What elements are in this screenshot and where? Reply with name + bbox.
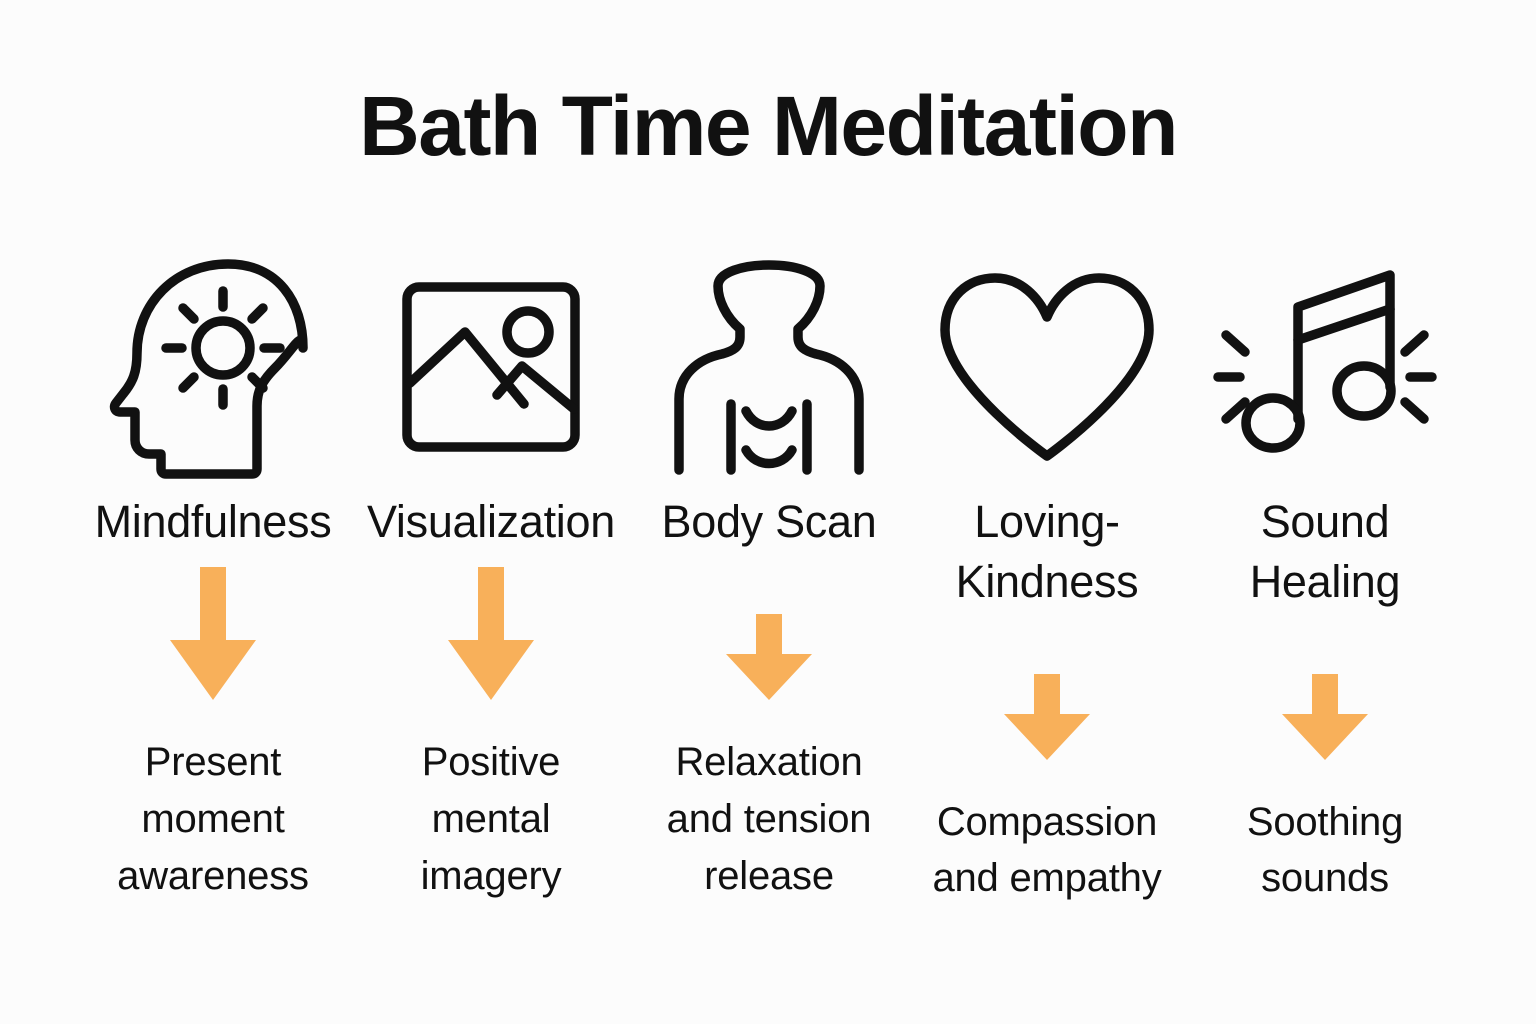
- column-description: Compassion and empathy: [932, 799, 1162, 901]
- column-description: Present moment awareness: [117, 740, 309, 898]
- column-mindfulness: Mindfulness Present moment awareness: [74, 252, 352, 904]
- column-label: Sound Healing: [1249, 496, 1401, 607]
- down-arrow-icon: [1004, 673, 1090, 760]
- column-description: Positive mental imagery: [420, 740, 562, 898]
- picture-frame-icon: [376, 252, 606, 482]
- down-arrow-icon: [448, 567, 534, 700]
- column-body-scan: Body Scan Relaxation and tension release: [630, 252, 908, 904]
- column-description: Soothing sounds: [1246, 799, 1404, 901]
- arrow-zone: [908, 612, 1186, 772]
- column-description: Relaxation and tension release: [666, 740, 872, 898]
- column-label: Visualization: [367, 496, 615, 547]
- music-note-icon: [1210, 252, 1440, 482]
- arrow-zone: [74, 552, 352, 712]
- down-arrow-icon: [726, 614, 812, 700]
- column-visualization: Visualization Positive mental imagery: [352, 252, 630, 904]
- down-arrow-icon: [1282, 673, 1368, 760]
- down-arrow-icon: [170, 567, 256, 700]
- column-group: Mindfulness Present moment awareness Vis…: [74, 252, 1464, 907]
- arrow-zone: [1186, 612, 1464, 772]
- column-loving-kindness: Loving-Kindness Compassion and empathy: [908, 252, 1186, 907]
- page-title: Bath Time Meditation: [359, 79, 1178, 173]
- arrow-zone: [630, 552, 908, 712]
- column-label: Mindfulness: [94, 496, 332, 547]
- column-sound-healing: Sound Healing Soothing sounds: [1186, 252, 1464, 907]
- column-label: Loving-Kindness: [955, 496, 1139, 607]
- arrow-zone: [352, 552, 630, 712]
- body-torso-icon: [654, 252, 884, 482]
- column-label: Body Scan: [661, 496, 877, 547]
- head-sun-icon: [98, 252, 328, 482]
- heart-icon: [932, 252, 1162, 482]
